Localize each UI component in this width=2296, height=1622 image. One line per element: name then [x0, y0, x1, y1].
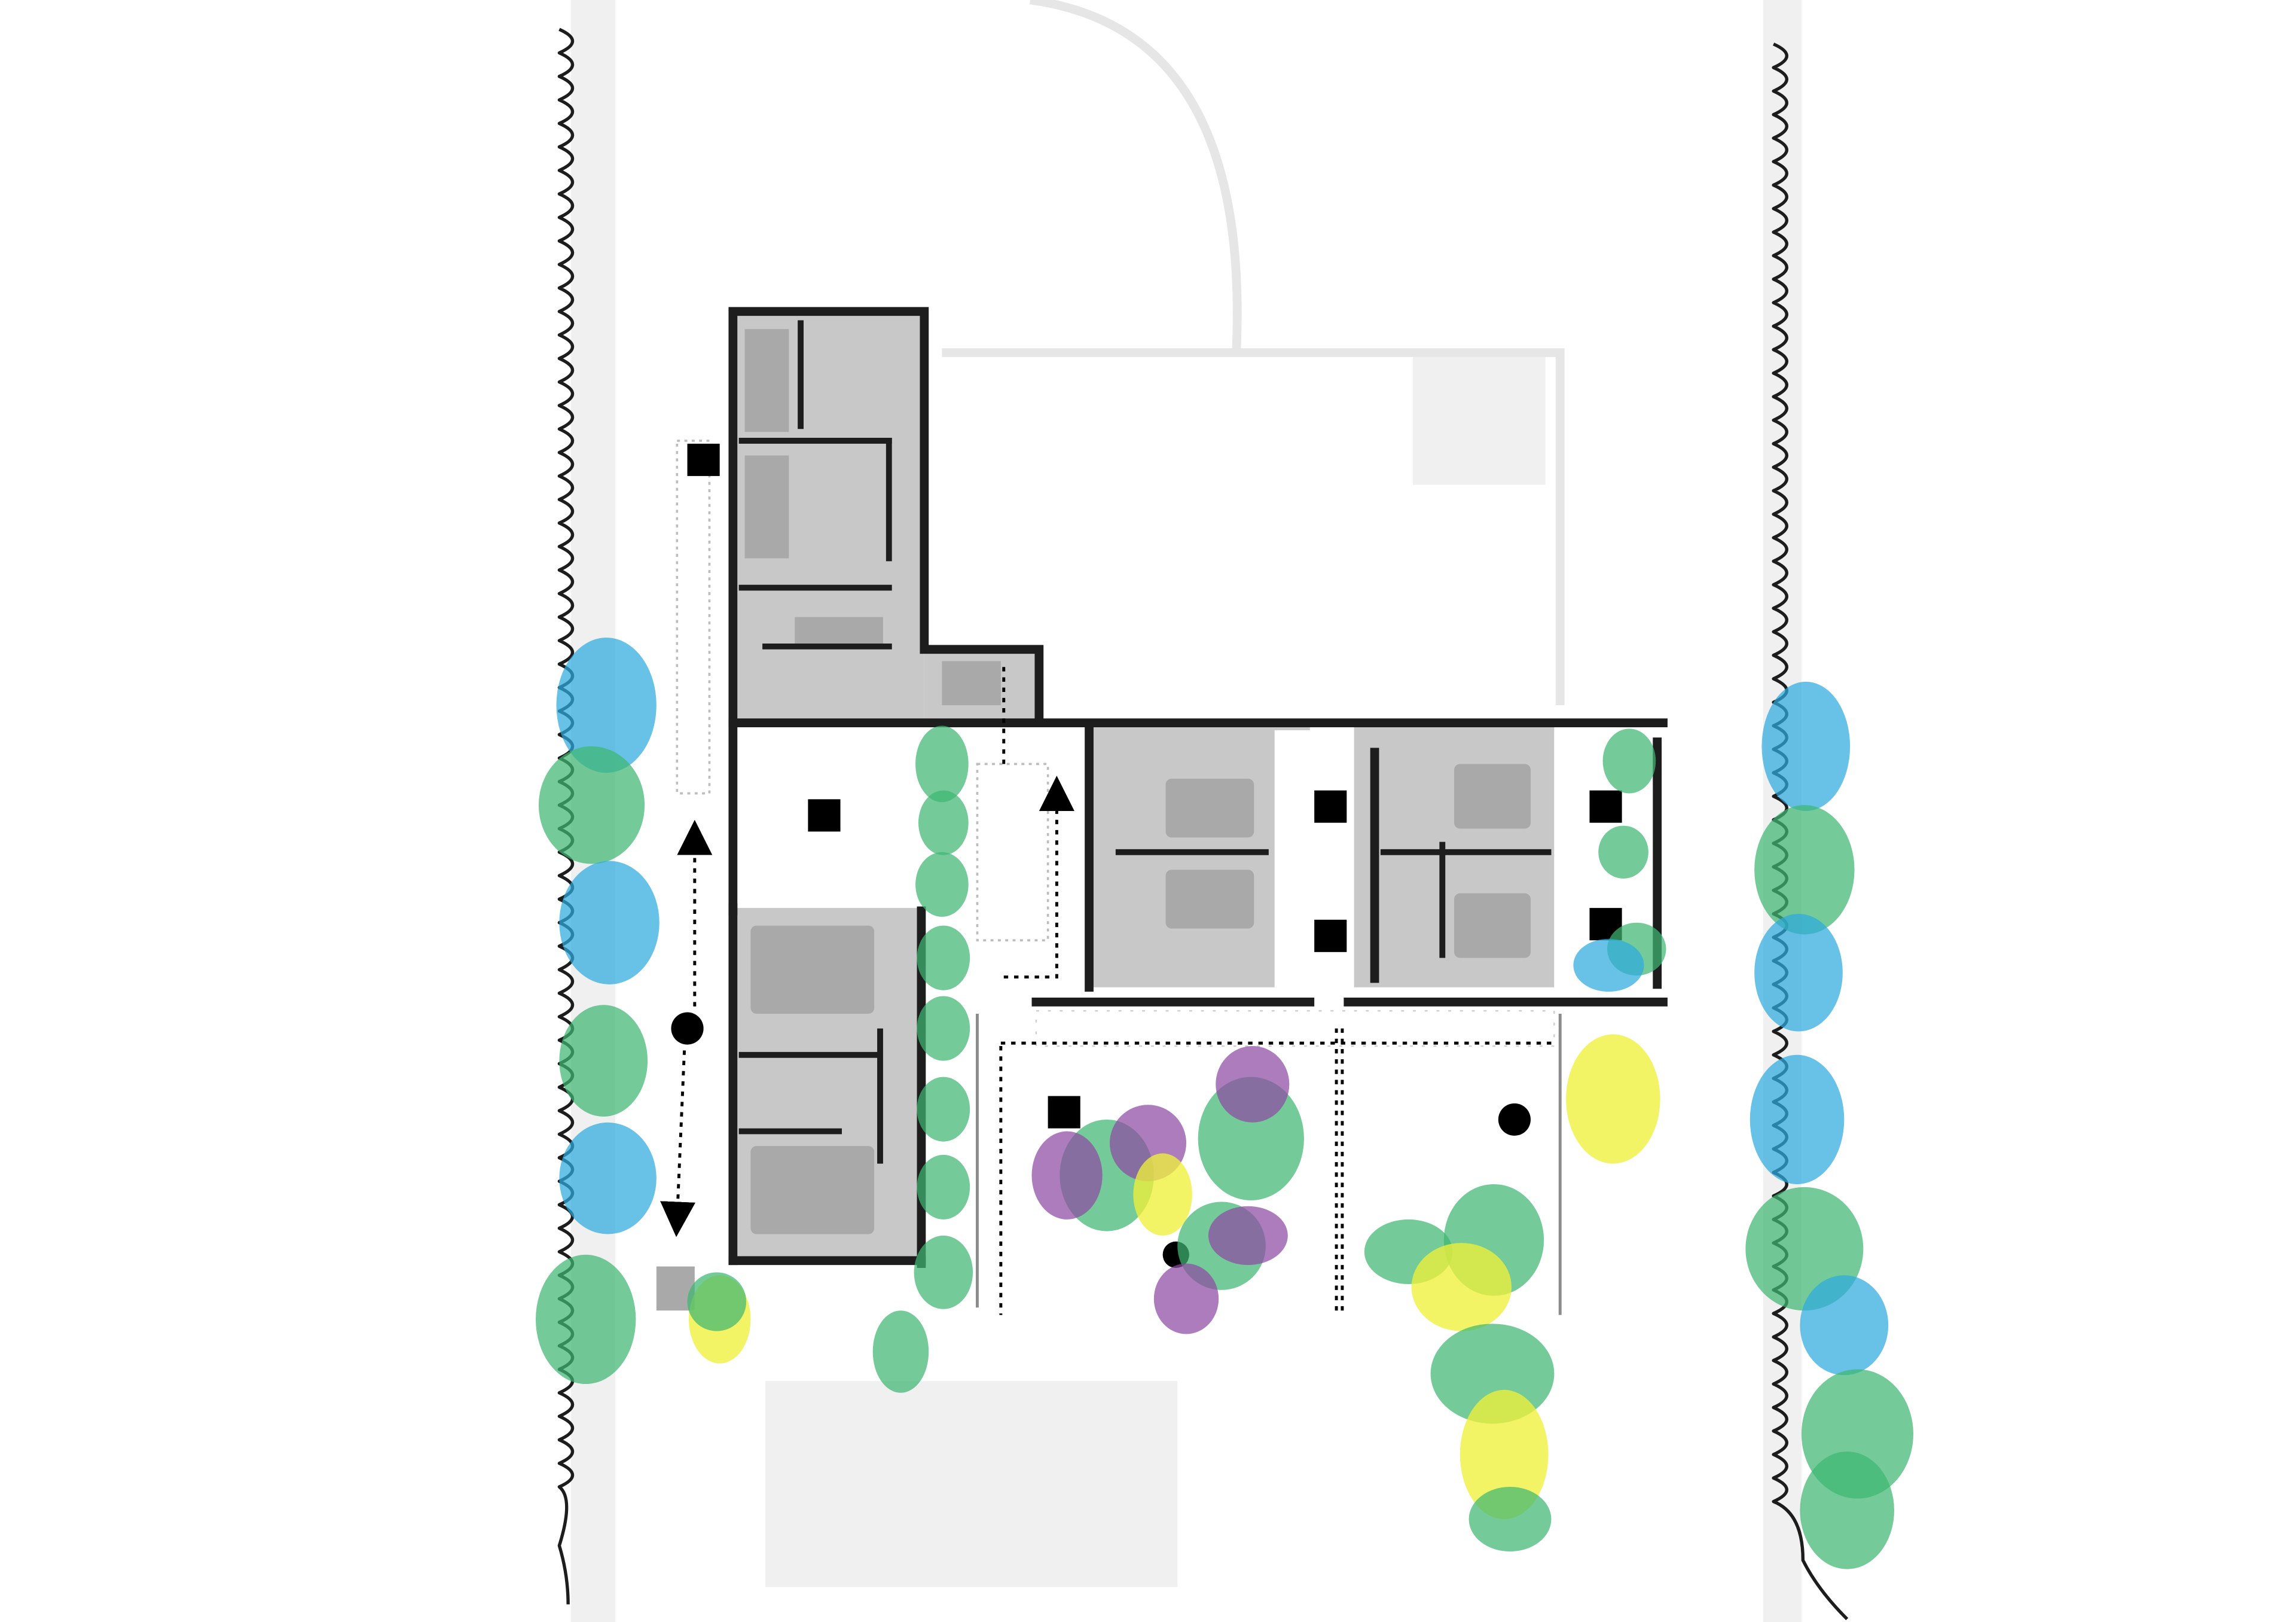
ghost-outline — [942, 348, 1565, 706]
deck-paving — [1035, 1010, 1555, 1047]
tree-purple — [1216, 1046, 1290, 1123]
tree-yellow — [1411, 1243, 1512, 1331]
wardrobe — [744, 455, 789, 559]
tree-green — [1754, 805, 1855, 935]
tree-blue — [559, 1122, 657, 1234]
column — [1314, 790, 1347, 823]
tree-green — [918, 790, 969, 855]
circulation-route-stair — [1003, 776, 1074, 979]
deck-strip — [1035, 1010, 1555, 1047]
wardrobe — [744, 329, 789, 432]
tree-green — [538, 746, 645, 864]
ghost-curve — [1030, 0, 1242, 353]
vegetation — [536, 638, 1913, 1569]
tree-green — [915, 852, 969, 917]
tree-green — [1598, 825, 1648, 879]
ghost-block-bottom — [765, 1381, 1178, 1587]
tree-blue — [1573, 938, 1644, 992]
ghost-block-right — [1413, 352, 1546, 485]
bed — [1454, 893, 1531, 958]
tree-purple — [1208, 1206, 1288, 1266]
tree-green — [559, 1005, 648, 1117]
tree-green — [1468, 1487, 1552, 1552]
bed — [750, 925, 875, 1014]
tree-purple — [1031, 1131, 1103, 1219]
column — [1048, 1096, 1080, 1129]
wall-north-wing-outline — [728, 307, 1044, 916]
tree-green — [536, 1254, 636, 1385]
tree-yellow — [1566, 1034, 1660, 1164]
node-marker — [671, 1012, 704, 1045]
column — [1589, 790, 1622, 823]
tree-green — [914, 1235, 973, 1309]
circulation — [660, 667, 1555, 1315]
tree-purple — [1153, 1263, 1219, 1334]
tree-green — [917, 925, 970, 990]
tree-green — [915, 725, 969, 803]
columns — [671, 443, 1622, 1268]
tree-green — [1800, 1452, 1894, 1569]
kitchen-counter — [942, 661, 1001, 706]
tree-green — [917, 996, 970, 1061]
circulation-arrow-down — [660, 1050, 696, 1237]
tree-yellow — [1133, 1153, 1192, 1236]
tree-green — [687, 1272, 746, 1331]
node-marker — [1498, 1103, 1531, 1136]
tree-blue — [1800, 1275, 1889, 1376]
desk — [795, 617, 883, 647]
bed — [1454, 764, 1531, 829]
tree-blue — [1750, 1054, 1845, 1184]
stair-exterior — [676, 440, 711, 795]
furniture — [656, 329, 1531, 1311]
tree-blue — [556, 638, 657, 773]
scribble-hedge-right — [1772, 42, 1849, 1620]
bed — [750, 1146, 875, 1234]
column — [1314, 919, 1347, 952]
bed — [1165, 870, 1254, 929]
tree-green — [917, 1077, 970, 1142]
tree-green — [1602, 728, 1656, 794]
column — [687, 443, 720, 476]
tree-green — [917, 1154, 970, 1219]
tree-blue — [1761, 681, 1851, 811]
tree-yellow — [1460, 1389, 1549, 1520]
stair — [976, 763, 1049, 942]
tree-blue — [559, 861, 660, 984]
tree-green — [872, 1310, 929, 1393]
bed — [1165, 778, 1254, 838]
tree-blue — [1754, 913, 1843, 1032]
column — [808, 799, 841, 832]
walls — [728, 307, 1668, 1315]
